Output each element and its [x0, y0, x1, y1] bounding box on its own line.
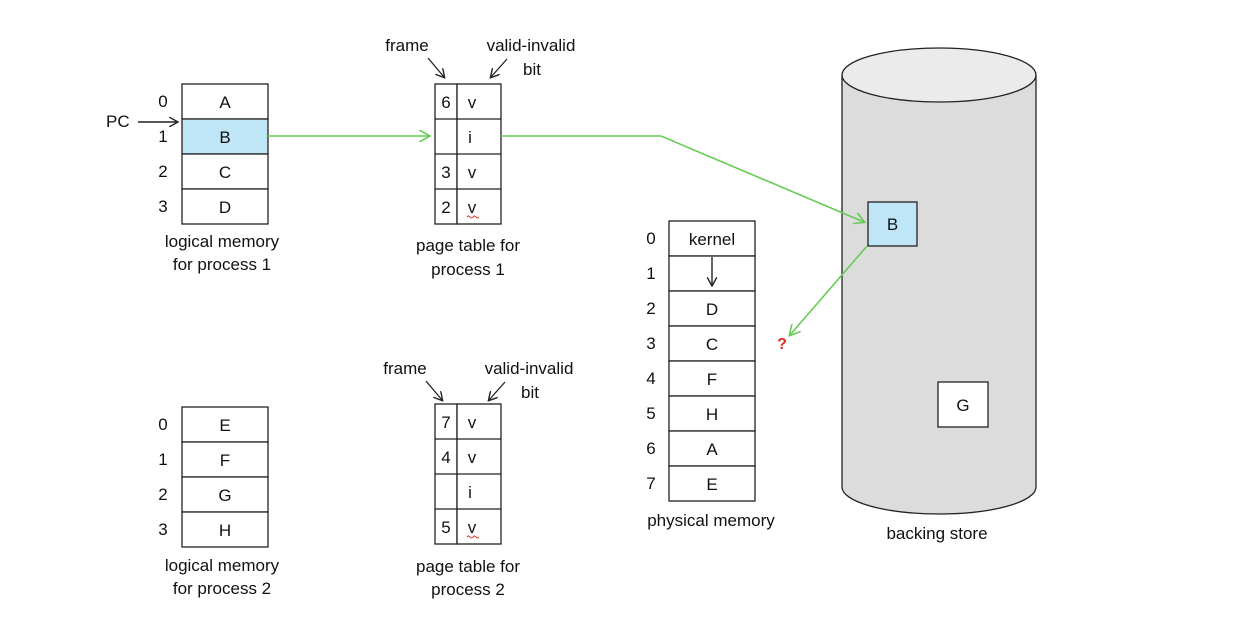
page-table-process-1: frame valid-invalid bit 6 3 2 v i v v pa… [385, 36, 575, 279]
pt2-spellcheck-squiggle [466, 535, 480, 539]
pm-cell-2: D [706, 300, 718, 319]
pm-row-2 [668, 290, 756, 327]
pt2-frame-3: 5 [441, 518, 450, 537]
pm-row-6 [668, 430, 756, 467]
backing-store-caption: backing store [886, 524, 987, 543]
lm2-cell-2: G [218, 486, 231, 505]
pt1-frame-label: frame [385, 36, 428, 55]
lm2-row-2 [181, 476, 269, 513]
pt1-bit-2: v [468, 163, 477, 182]
backing-store: B G backing store [841, 47, 1037, 543]
pt1-caption-line2: process 1 [431, 260, 505, 279]
pt2-valid-label-line1: valid-invalid [485, 359, 574, 378]
pt2-bit-2: i [468, 483, 472, 502]
pm-index-6: 6 [646, 439, 655, 458]
lm1-cell-2: C [219, 163, 231, 182]
pt2-bit-0: v [468, 413, 477, 432]
pt1-bit-0: v [468, 93, 477, 112]
program-counter: PC [106, 112, 177, 131]
logical-memory-process-2: E F G H 0 1 2 3 logical memory for proce… [158, 406, 280, 598]
pm-cell-7: E [706, 475, 717, 494]
pt1-frame-arrow-icon [427, 57, 444, 77]
pt2-caption-line2: process 2 [431, 580, 505, 599]
lm2-caption-line2: for process 2 [173, 579, 271, 598]
free-frame-question-mark: ? [777, 336, 787, 353]
lm2-index-1: 1 [158, 450, 167, 469]
pt2-frame-arrow-icon [425, 380, 442, 400]
backing-store-cylinder-body [841, 75, 1037, 515]
pm-row-4 [668, 360, 756, 397]
lm2-row-3 [181, 511, 269, 548]
lm1-index-3: 3 [158, 197, 167, 216]
pt1-valid-label-line2: bit [523, 60, 541, 79]
lm2-cell-0: E [219, 416, 230, 435]
pm-index-0: 0 [646, 229, 655, 248]
lm2-index-2: 2 [158, 485, 167, 504]
pt1-spellcheck-squiggle [466, 215, 480, 219]
lm1-row-3 [181, 188, 269, 225]
pm-cell-3: C [706, 335, 718, 354]
lm2-caption-line1: logical memory [165, 556, 280, 575]
pt1-frame-3: 2 [441, 198, 450, 217]
lm2-row-1 [181, 441, 269, 478]
pt2-bit-1: v [468, 448, 477, 467]
pm-cell-0: kernel [689, 230, 735, 249]
lm2-index-3: 3 [158, 520, 167, 539]
lm2-index-0: 0 [158, 415, 167, 434]
logical-memory-process-1: A B C D 0 1 2 3 logical memory for proce… [158, 83, 280, 274]
lm1-index-0: 0 [158, 92, 167, 111]
pm-cell-4: F [707, 370, 717, 389]
pt2-caption-line1: page table for [416, 557, 520, 576]
pt1-caption-line1: page table for [416, 236, 520, 255]
pt1-bit-3: v [468, 198, 477, 217]
pt1-frame-0: 6 [441, 93, 450, 112]
page-fault-arrows: ? [268, 135, 868, 353]
pt2-frame-0: 7 [441, 413, 450, 432]
lm1-caption-line1: logical memory [165, 232, 280, 251]
arrow-backing-store-to-free-frame-icon [790, 245, 868, 335]
pt1-frame-2: 3 [441, 163, 450, 182]
pt2-valid-arrow-icon [489, 381, 506, 400]
pm-index-1: 1 [646, 264, 655, 283]
pt2-frame-label: frame [383, 359, 426, 378]
backing-store-cylinder-top [841, 47, 1037, 103]
arrow-pt1-to-backing-store-icon [501, 135, 864, 222]
backing-store-block-g [937, 381, 989, 428]
pm-row-7 [668, 465, 756, 502]
pm-row-0 [668, 220, 756, 257]
pm-index-2: 2 [646, 299, 655, 318]
pt2-bit-3: v [468, 518, 477, 537]
lm1-caption-line2: for process 1 [173, 255, 271, 274]
pm-cell-5: H [706, 405, 718, 424]
backing-store-block-g-label: G [956, 396, 969, 415]
lm1-cell-0: A [219, 93, 231, 112]
pt1-valid-label-line1: valid-invalid [487, 36, 576, 55]
pt1-bit-1: i [468, 128, 472, 147]
lm1-index-1: 1 [158, 127, 167, 146]
pm-row-5 [668, 395, 756, 432]
pt1-valid-arrow-icon [491, 58, 508, 77]
physical-memory: kernel D C F H A E 0 1 2 3 4 5 6 7 physi… [646, 220, 775, 530]
pc-label: PC [106, 112, 130, 131]
lm1-cell-3: D [219, 198, 231, 217]
pm-index-3: 3 [646, 334, 655, 353]
backing-store-block-b [867, 201, 918, 247]
backing-store-block-b-label: B [887, 215, 898, 234]
lm2-row-0 [181, 406, 269, 443]
pt2-valid-label-line2: bit [521, 383, 539, 402]
pm-index-4: 4 [646, 369, 655, 388]
pm-caption: physical memory [647, 511, 775, 530]
lm2-cell-3: H [219, 521, 231, 540]
page-table-process-2: frame valid-invalid bit 7 4 5 v v i v pa… [383, 359, 573, 599]
pm-cell-6: A [706, 440, 718, 459]
pt2-frame-1: 4 [441, 448, 450, 467]
lm1-cell-1: B [219, 128, 230, 147]
lm1-index-2: 2 [158, 162, 167, 181]
pm-index-5: 5 [646, 404, 655, 423]
lm2-cell-1: F [220, 451, 230, 470]
pm-row-3 [668, 325, 756, 362]
pm-index-7: 7 [646, 474, 655, 493]
